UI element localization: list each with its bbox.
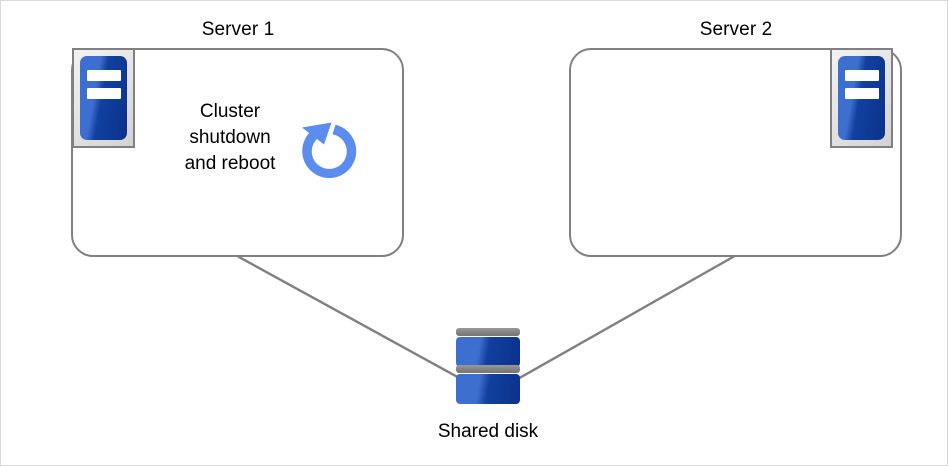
refresh-reboot-icon: [302, 122, 357, 179]
disk-stack-icon: [456, 328, 520, 410]
connector-server1-to-disk: [237, 255, 465, 382]
disk-platter: [456, 337, 520, 367]
server-icon: [830, 48, 893, 148]
server-icon-slot-bar: [87, 70, 121, 81]
disk-cap: [456, 328, 520, 336]
server-icon-card: [838, 56, 885, 140]
server-2-title: Server 2: [699, 19, 773, 40]
cluster-status-line-1: Cluster: [199, 101, 261, 122]
cluster-status-text: Cluster shutdown and reboot: [169, 99, 291, 177]
server-icon-slot-bar: [87, 88, 121, 99]
shared-disk-label: Shared disk: [437, 421, 539, 442]
server-icon-slot-bar: [845, 88, 879, 99]
cluster-status-line-2: shutdown: [189, 127, 271, 148]
server-icon: [72, 48, 135, 148]
connector-server2-to-disk: [514, 255, 735, 382]
server-1-title: Server 1: [201, 19, 275, 40]
disk-platter: [456, 374, 520, 404]
server-icon-slot-bar: [845, 70, 879, 81]
cluster-status-line-3: and reboot: [184, 153, 276, 174]
disk-cap: [456, 365, 520, 373]
server-icon-card: [80, 56, 127, 140]
